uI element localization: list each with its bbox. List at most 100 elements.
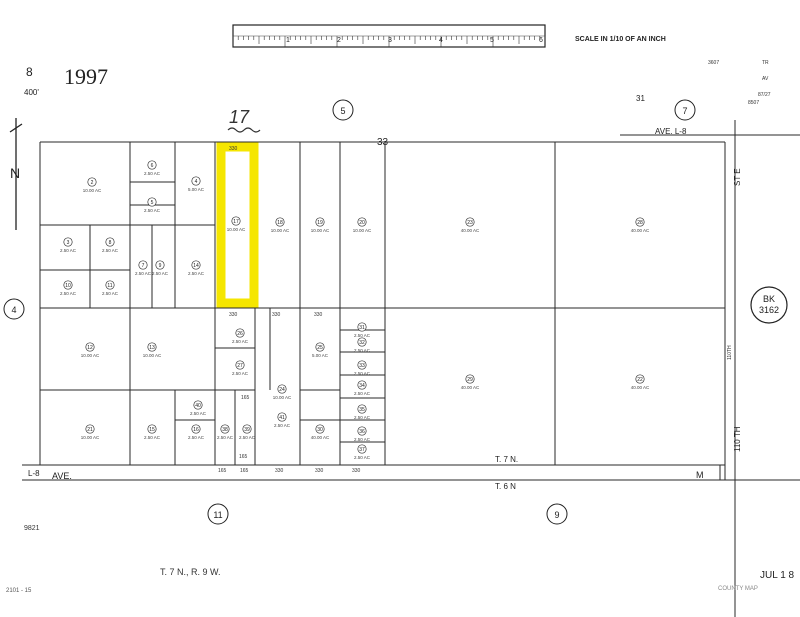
parcel-marker[interactable] — [155, 260, 165, 270]
parcel-marker[interactable] — [147, 197, 157, 207]
parcel-marker[interactable] — [63, 280, 73, 290]
parcel-marker[interactable] — [357, 444, 367, 454]
parcel-marker[interactable] — [231, 216, 241, 226]
ruler-tick-label: 4 — [439, 37, 443, 44]
parcel-marker[interactable] — [357, 360, 367, 370]
dimension: 330 — [272, 312, 281, 318]
parcel-area: 2.50 AC — [190, 411, 207, 416]
date-stamp: JUL 1 8 — [760, 570, 795, 581]
parcel-marker[interactable] — [63, 237, 73, 247]
parcel-number: 36 — [359, 429, 365, 435]
parcel-marker[interactable] — [147, 160, 157, 170]
parcel-number: 13 — [149, 345, 155, 351]
book-number: 3162 — [759, 305, 779, 315]
road-code: M — [696, 470, 704, 480]
parcel-area: 10.00 AC — [273, 395, 292, 400]
parcel-number: 33 — [359, 363, 365, 369]
margin-note: COUNTY MAP — [718, 586, 758, 592]
parcel-number: 6 — [151, 163, 154, 169]
parcel-marker[interactable] — [191, 260, 201, 270]
parcel-marker[interactable] — [235, 360, 245, 370]
parcel-marker[interactable] — [87, 177, 97, 187]
dimension-labels: 330 330 330 330 165 165 165 165 330 330 … — [218, 146, 361, 474]
parcel-area: 10.00 AC — [353, 228, 372, 233]
parcel-marker[interactable] — [138, 260, 148, 270]
parcel-area: 2.50 AC — [232, 371, 249, 376]
parcel-marker[interactable] — [315, 217, 325, 227]
parcel-marker[interactable] — [635, 374, 645, 384]
parcel-number: 29 — [467, 377, 473, 383]
parcel-area: 2.50 AC — [188, 271, 205, 276]
parcel-area: 2.50 AC — [239, 435, 256, 440]
dimension: 330 — [275, 468, 284, 474]
parcel-area: 2.50 AC — [354, 437, 371, 442]
scale-note: 400' — [24, 88, 39, 97]
book-label: BK — [763, 294, 775, 304]
parcel-marker[interactable] — [193, 400, 203, 410]
section-number: 9 — [554, 510, 559, 520]
parcel-area: 2.50 AC — [60, 248, 77, 253]
dimension: 165 — [241, 395, 250, 401]
parcel-marker[interactable] — [635, 217, 645, 227]
parcel-number: 20 — [359, 220, 365, 226]
parcel-number: 10 — [65, 283, 71, 289]
parcel-number: 32 — [359, 340, 365, 346]
parcel-number: 23 — [467, 220, 473, 226]
section-number: 4 — [11, 305, 16, 315]
parcel-marker[interactable] — [315, 424, 325, 434]
parcel-area: 2.50 AC — [354, 415, 371, 420]
parcel-marker[interactable] — [147, 424, 157, 434]
parcel-number: 5 — [151, 200, 154, 206]
parcel-number: 18 — [277, 220, 283, 226]
section-number: 5 — [340, 106, 345, 116]
parcel-marker[interactable] — [357, 380, 367, 390]
parcel-marker[interactable] — [242, 424, 252, 434]
parcel-marker[interactable] — [277, 384, 287, 394]
section-markers: 5 7 4 11 9 33 31 — [3, 94, 696, 525]
parcel-marker[interactable] — [275, 217, 285, 227]
parcel-number: 40 — [195, 403, 201, 409]
parcel-marker[interactable] — [220, 424, 230, 434]
parcel-number: 16 — [193, 427, 199, 433]
parcel-marker[interactable] — [105, 237, 115, 247]
parcel-area: 40.00 AC — [311, 435, 330, 440]
parcel-marker[interactable] — [357, 217, 367, 227]
township-line: T. 7 N. — [495, 455, 518, 464]
margin-code: 2101 - 15 — [6, 588, 32, 594]
parcel-marker[interactable] — [277, 412, 287, 422]
top-right-code: 8507 — [748, 100, 759, 106]
highlighted-parcel[interactable] — [216, 142, 259, 308]
parcel-marker[interactable] — [147, 342, 157, 352]
parcel-area: 2.50 AC — [354, 391, 371, 396]
parcel-marker[interactable] — [85, 424, 95, 434]
parcel-marker[interactable] — [191, 424, 201, 434]
parcel-marker[interactable] — [85, 342, 95, 352]
parcel-number: 12 — [87, 345, 93, 351]
parcel-marker[interactable] — [465, 217, 475, 227]
handwritten-underline — [227, 127, 261, 133]
parcel-number: 9 — [159, 263, 162, 269]
parcel-marker[interactable] — [357, 426, 367, 436]
parcel-marker[interactable] — [191, 176, 201, 186]
parcel-number: 7 — [142, 263, 145, 269]
parcel-area: 10.00 AC — [81, 435, 100, 440]
parcel-lines — [22, 120, 800, 617]
parcel-area: 2.50 AC — [144, 208, 161, 213]
parcel-area: 2.50 AC — [188, 435, 205, 440]
parcel-marker[interactable] — [315, 342, 325, 352]
parcel-number: 2 — [91, 180, 94, 186]
parcel-area: 2.50 AC — [144, 171, 161, 176]
parcel-marker[interactable] — [465, 374, 475, 384]
parcel-marker[interactable] — [357, 404, 367, 414]
parcel-marker[interactable] — [357, 337, 367, 347]
ruler-tick-label: 5 — [490, 37, 494, 44]
parcel-marker[interactable] — [357, 322, 367, 332]
ruler-tick-label: 2 — [337, 37, 341, 44]
parcel-area: 5.00 AC — [188, 187, 205, 192]
parcel-marker[interactable] — [235, 328, 245, 338]
parcel-area: 40.00 AC — [461, 385, 480, 390]
dimension: 330 — [352, 468, 361, 474]
ruler-tick-label: 1 — [286, 37, 290, 44]
parcel-area: 2.50 AC — [354, 371, 371, 376]
parcel-marker[interactable] — [105, 280, 115, 290]
